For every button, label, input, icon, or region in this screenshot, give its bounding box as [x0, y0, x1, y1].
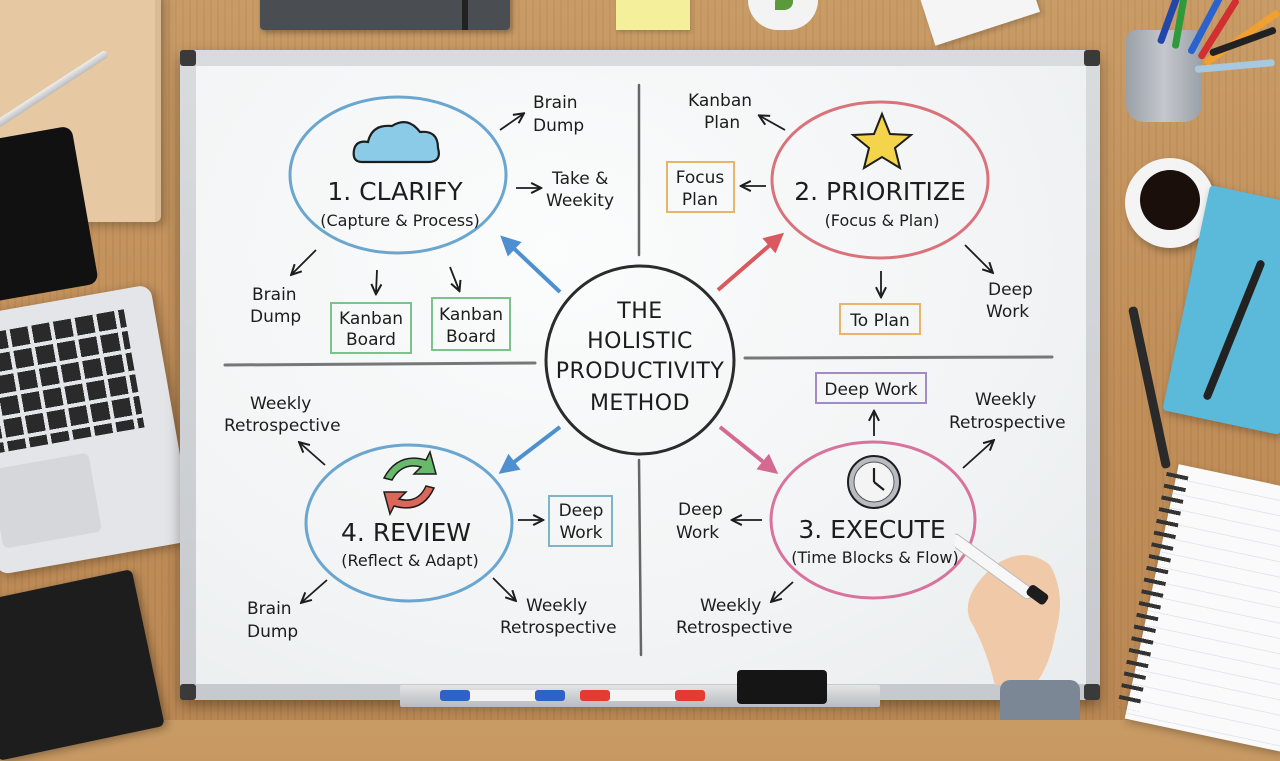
- planner-elastic-band: [462, 0, 468, 30]
- colored-pencils: [1150, 0, 1280, 80]
- frame-corner: [180, 684, 196, 700]
- frame-corner: [1084, 684, 1100, 700]
- coffee: [1140, 170, 1200, 230]
- marker-cap: [535, 690, 565, 701]
- trackpad: [0, 452, 103, 549]
- keyboard: [0, 309, 145, 456]
- laptop-screen: [0, 125, 99, 310]
- marker-cap: [580, 690, 610, 701]
- blue-marker[interactable]: [440, 690, 565, 701]
- whiteboard-eraser[interactable]: [737, 670, 827, 704]
- hand-with-marker: [955, 533, 1060, 685]
- sleeve: [1000, 680, 1080, 720]
- red-marker[interactable]: [580, 690, 705, 701]
- whiteboard-surface: [196, 66, 1086, 684]
- laptop-keyboard-deck: [0, 284, 196, 576]
- marker-cap: [675, 690, 705, 701]
- marker-cap: [440, 690, 470, 701]
- grey-planner: [260, 0, 510, 30]
- plant-leaf: [775, 0, 793, 10]
- frame-corner: [1084, 50, 1100, 66]
- sticky-note: [616, 0, 690, 30]
- frame-corner: [180, 50, 196, 66]
